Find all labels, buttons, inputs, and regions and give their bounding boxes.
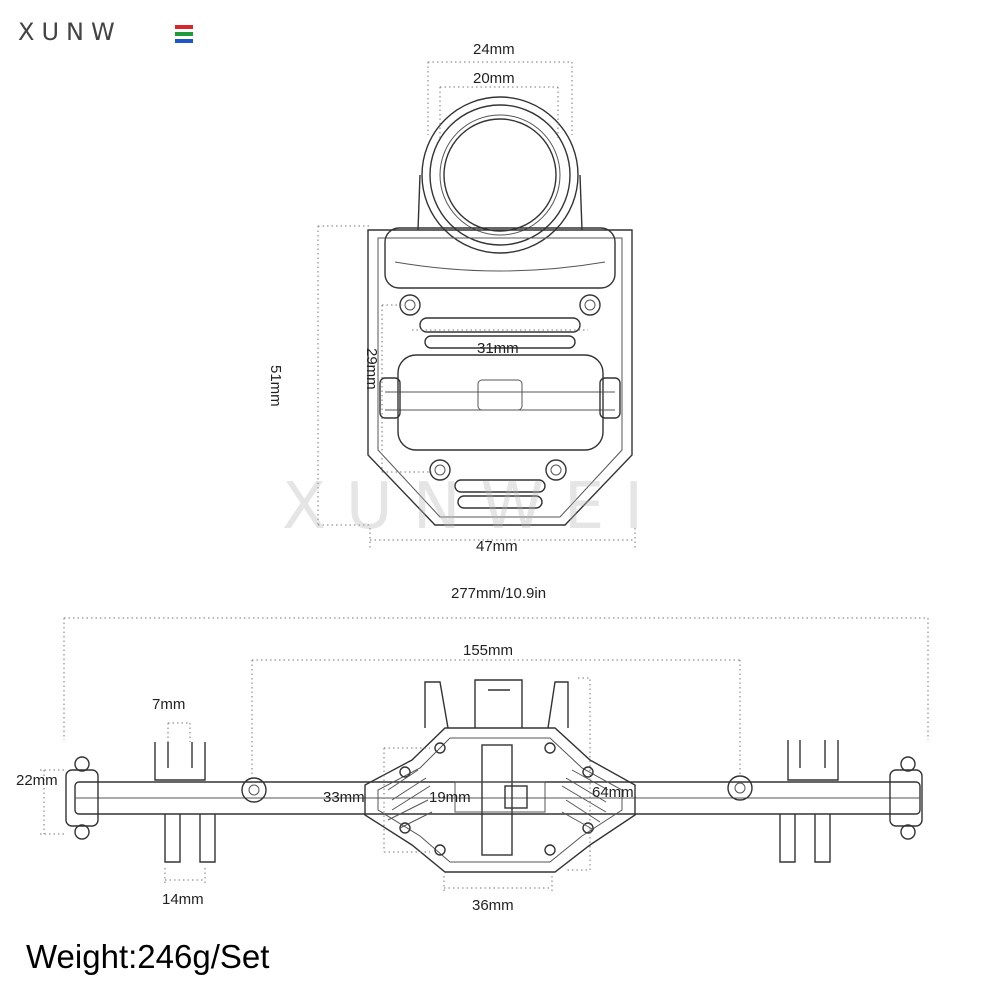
- dim-diff-center: 19mm: [429, 789, 471, 806]
- dim-diff-side: 33mm: [323, 789, 365, 806]
- dim-mount-span: 155mm: [463, 642, 514, 659]
- brand-logo-bars: [175, 25, 193, 46]
- dim-bracket-gap: 7mm: [152, 696, 186, 713]
- logo-bar-red: [175, 25, 193, 29]
- dim-outer-ring: 24mm: [473, 41, 515, 58]
- dim-inner-height: 29mm: [363, 348, 380, 390]
- dim-tube-height: 22mm: [16, 772, 58, 789]
- dim-inner-ring: 20mm: [473, 70, 515, 87]
- watermark: XUNWEI: [282, 470, 664, 544]
- dim-bottom-width: 36mm: [472, 897, 514, 914]
- logo-bar-blue: [175, 39, 193, 43]
- dim-mid-width: 31mm: [477, 340, 519, 357]
- top-view-drawing: [317, 61, 636, 548]
- dim-diff-height: 64mm: [592, 784, 634, 801]
- logo-bar-green: [175, 32, 193, 36]
- brand-logo: XUNW: [18, 18, 208, 52]
- dim-width: 47mm: [476, 538, 518, 555]
- brand-logo-text: XUNW: [18, 18, 122, 46]
- dim-total-length: 277mm/10.9in: [451, 585, 547, 602]
- dim-foot-width: 14mm: [162, 891, 204, 908]
- dim-height: 51mm: [267, 365, 284, 407]
- front-view-drawing: [40, 617, 929, 894]
- weight-label: Weight:246g/Set: [26, 938, 270, 975]
